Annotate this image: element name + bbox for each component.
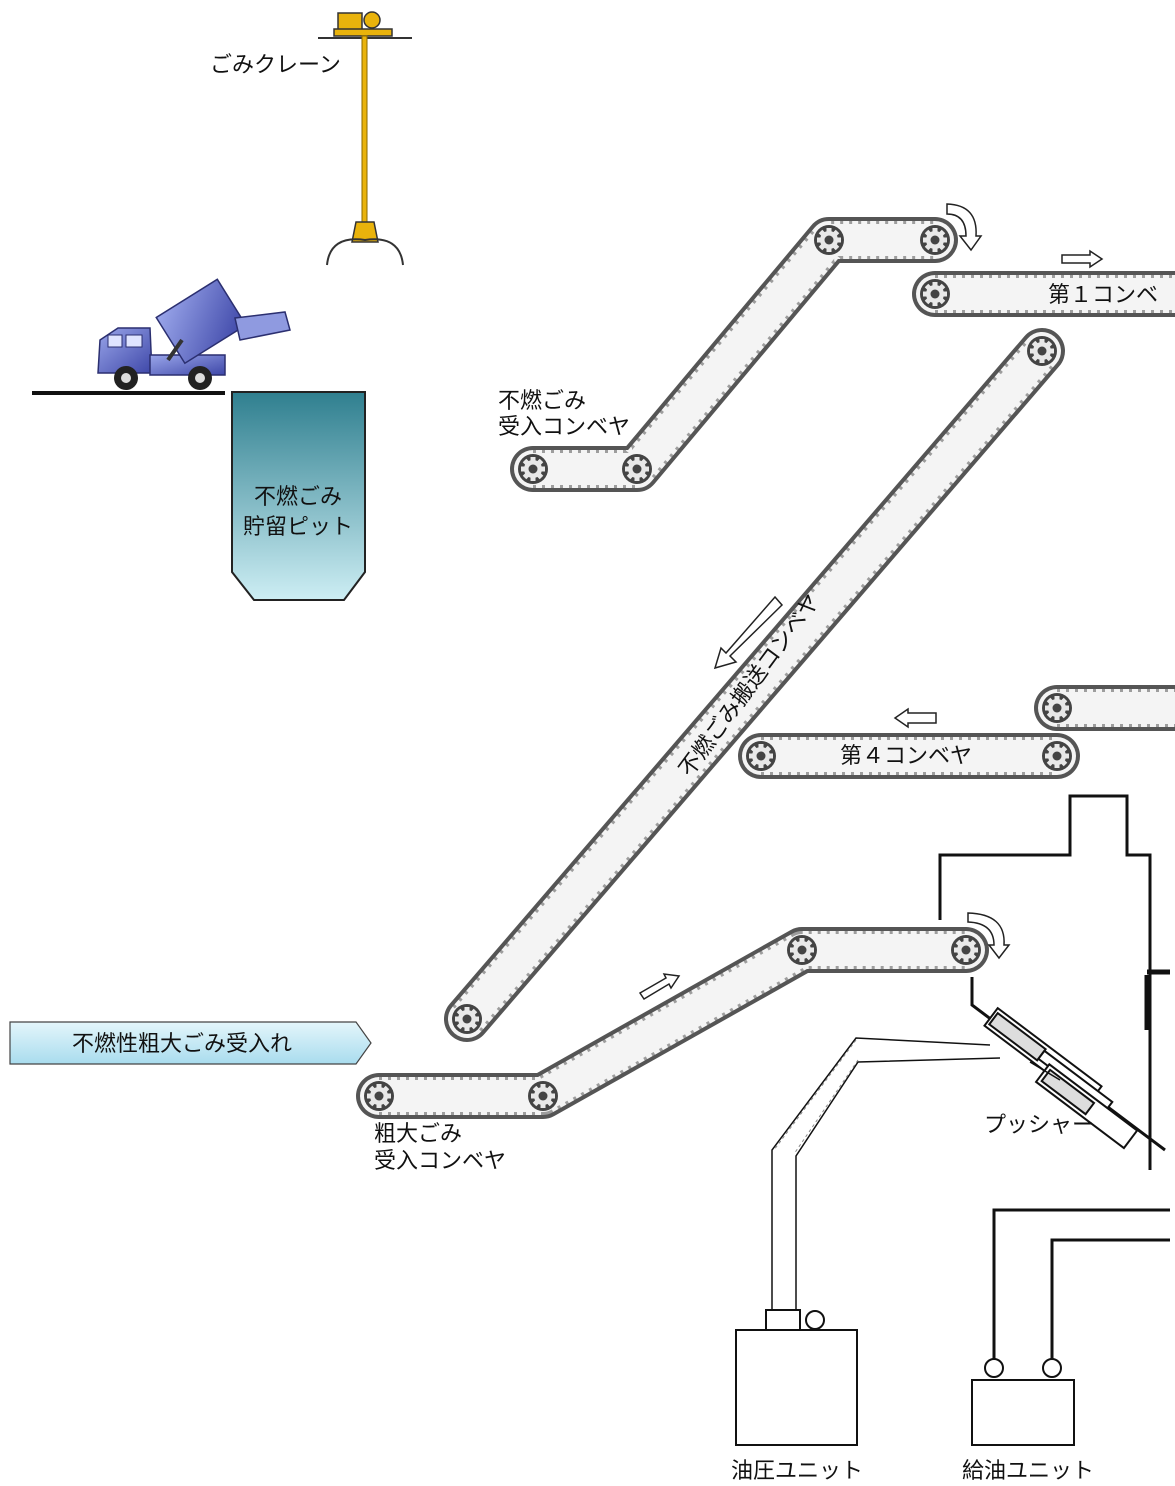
conveyor-3	[1034, 685, 1175, 731]
conveyor-1	[912, 271, 1175, 317]
bulky-conveyor-label-line2: 受入コンベヤ	[374, 1149, 506, 1174]
gear-icon	[622, 454, 652, 484]
arrow-down-left-icon	[713, 595, 784, 670]
pusher-cylinder	[983, 1006, 1139, 1150]
hydraulic-piping-hatch	[773, 1039, 859, 1155]
pit-label-line1: 不燃ごみ	[254, 485, 342, 510]
pit-label-line2: 貯留ピット	[243, 515, 353, 540]
gear-icon	[920, 225, 950, 255]
gear-icon	[1027, 336, 1057, 366]
curved-arrow-down-icon	[967, 912, 1011, 960]
gear-icon	[518, 454, 548, 484]
gear-icon	[452, 1004, 482, 1034]
pusher-label: プッシャー	[984, 1113, 1094, 1138]
bulky-receiving-conveyor	[356, 927, 989, 1119]
conveyor-1-label: 第１コンベ	[1048, 283, 1158, 308]
gear-icon	[951, 935, 981, 965]
gear-icon	[1042, 693, 1072, 723]
curved-arrow-down-icon	[946, 203, 983, 252]
gear-icon	[528, 1081, 558, 1111]
hydraulic-unit	[735, 1309, 858, 1446]
recv-conveyor-label-line1: 不燃ごみ	[498, 389, 586, 414]
dump-truck	[32, 278, 291, 395]
arrow-left-icon	[893, 707, 937, 729]
receiving-conveyor	[510, 217, 958, 492]
crane-label: ごみクレーン	[210, 53, 341, 78]
gear-icon	[920, 279, 950, 309]
gear-icon	[814, 225, 844, 255]
gear-icon	[364, 1081, 394, 1111]
recv-conveyor-label-line2: 受入コンベヤ	[498, 415, 630, 440]
oil-supply-unit-label: 給油ユニット	[962, 1459, 1094, 1484]
conveyor-4-label: 第４コンベヤ	[840, 744, 972, 769]
hydraulic-unit-label: 油圧ユニット	[731, 1459, 863, 1484]
transport-conveyor	[444, 328, 1065, 1042]
arrow-right-icon	[1061, 249, 1104, 269]
conveyor-4	[738, 733, 1080, 779]
oil-supply-piping	[992, 1208, 1170, 1360]
oil-supply-unit	[971, 1358, 1075, 1446]
gear-icon	[787, 935, 817, 965]
gear-icon	[1042, 741, 1072, 771]
storage-pit	[231, 391, 366, 601]
gear-icon	[746, 741, 776, 771]
bulky-acceptance-label: 不燃性粗大ごみ受入れ	[72, 1032, 292, 1057]
garbage-crane	[318, 11, 412, 266]
bulky-acceptance-banner	[9, 1021, 372, 1065]
conveyor-group	[356, 217, 1175, 1119]
bulky-conveyor-label-line1: 粗大ごみ	[374, 1122, 462, 1147]
hydraulic-piping	[771, 1037, 1061, 1310]
arrow-up-right-icon	[638, 973, 681, 1001]
